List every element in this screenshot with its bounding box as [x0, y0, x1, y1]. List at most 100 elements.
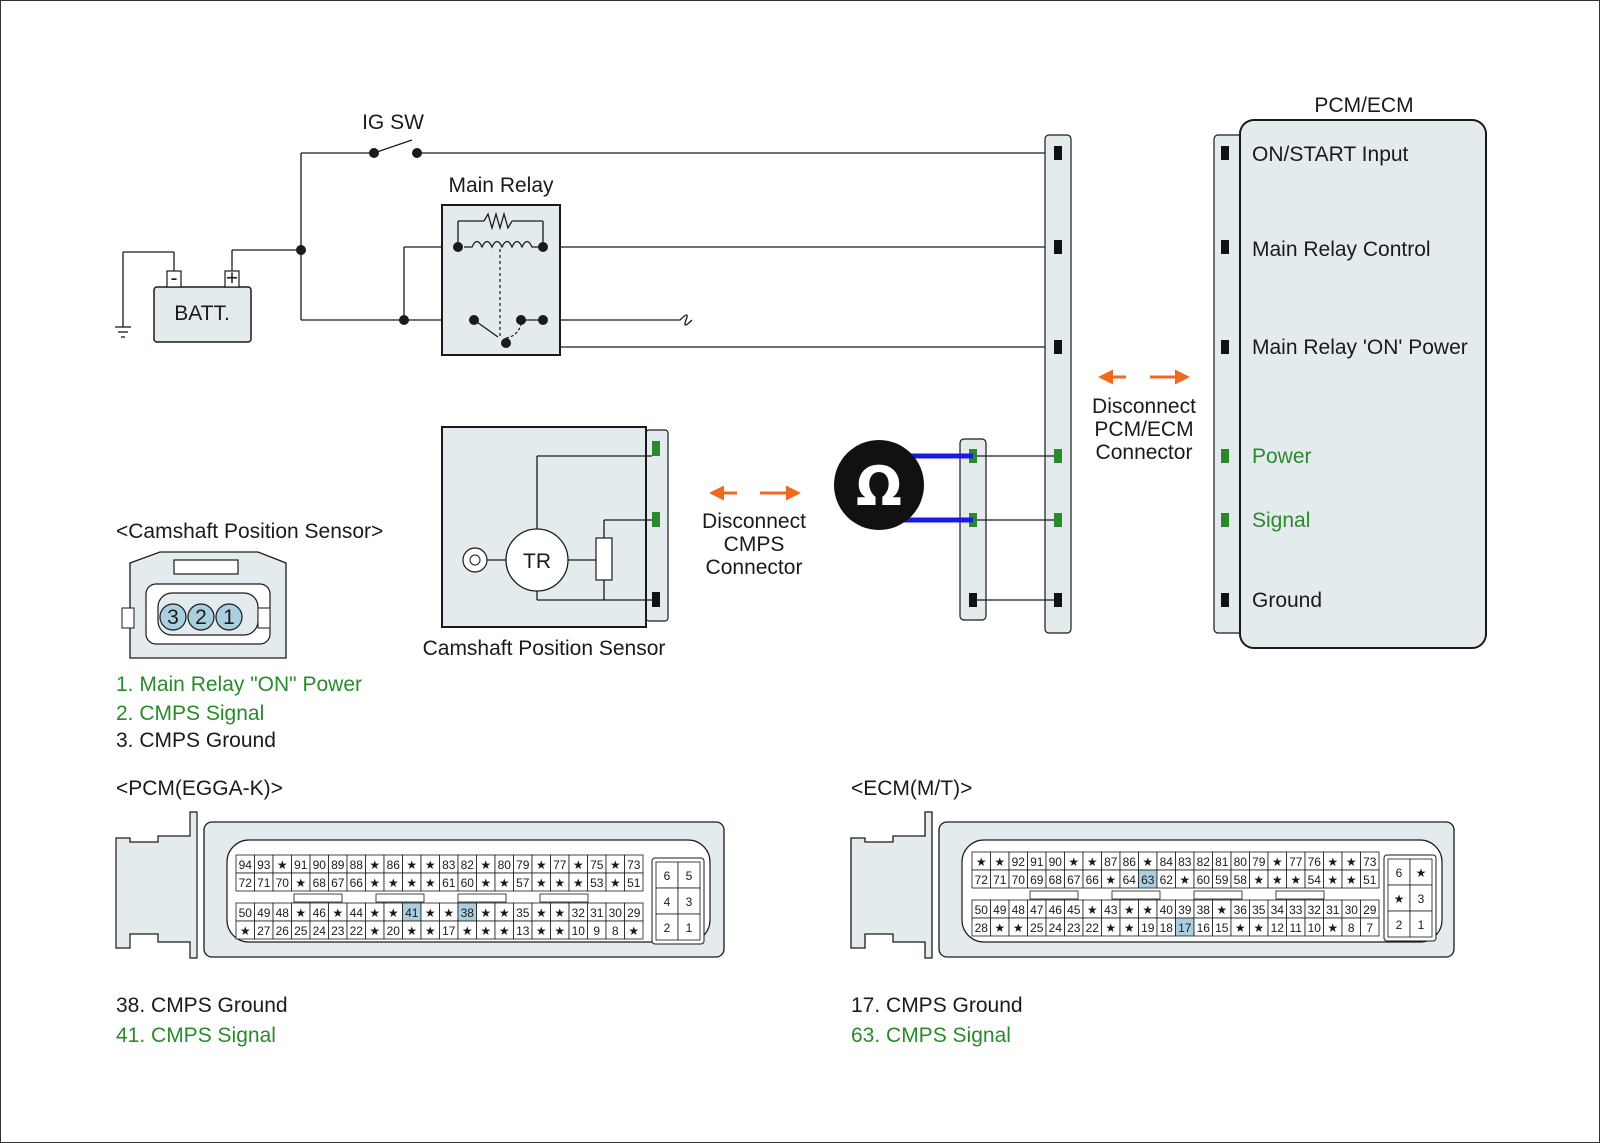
- pin-cell: 92: [1008, 851, 1028, 871]
- pin-label: 91: [1030, 855, 1044, 869]
- ecm-legend-1: 17. CMPS Ground: [851, 994, 1023, 1017]
- pin-label: 69: [1030, 873, 1044, 887]
- pin-label: 31: [1326, 903, 1340, 917]
- pin-label: 72: [239, 876, 253, 890]
- pin-label: 29: [1363, 903, 1377, 917]
- power-wires: [231, 152, 1058, 348]
- pin-label: 83: [442, 858, 456, 872]
- pin-cell: ★: [402, 872, 422, 892]
- pin-cell: 81: [1212, 851, 1232, 871]
- ecm-pin-main-relay-on-power: Main Relay 'ON' Power: [1252, 336, 1468, 359]
- ig-sw-label: IG SW: [362, 111, 424, 134]
- pin-label: 43: [1104, 903, 1118, 917]
- side-pin-cell: 3: [1409, 884, 1433, 912]
- pin-cell: 75: [587, 854, 607, 874]
- pin-label: ★: [554, 876, 565, 890]
- pin-label: 90: [1049, 855, 1063, 869]
- pin-label: 90: [313, 858, 327, 872]
- pin-cell: ★: [1286, 869, 1306, 889]
- pin-label: 32: [572, 906, 586, 920]
- pin-cell: ★: [494, 920, 514, 940]
- pin-label: 20: [387, 924, 401, 938]
- pin-cell: 79: [513, 854, 533, 874]
- pin-cell: ★: [1138, 899, 1158, 919]
- pin-label: 13: [516, 924, 530, 938]
- pin-cell: ★: [624, 920, 644, 940]
- disconnect-ecm-label: Disconnect PCM/ECM Connector: [1092, 395, 1196, 464]
- pin-cell: 49: [990, 899, 1010, 919]
- latch-slot: [1275, 890, 1325, 900]
- pin-cell: 8: [1341, 917, 1361, 937]
- pin-cell: ★: [457, 920, 477, 940]
- pin-cell: 80: [1230, 851, 1250, 871]
- side-pin-label: 1: [1418, 918, 1425, 932]
- pin-label: 22: [1086, 921, 1100, 935]
- pin-label: 40: [1160, 903, 1174, 917]
- pin-cell: ★: [568, 872, 588, 892]
- pin-cell: 91: [1027, 851, 1047, 871]
- pin-cell: 77: [1286, 851, 1306, 871]
- pin-label: ★: [1124, 903, 1135, 917]
- pin-cell: ★: [494, 902, 514, 922]
- ecm-harness-pins: [1054, 146, 1062, 607]
- pin-cell: 34: [1267, 899, 1287, 919]
- pin-label: ★: [628, 924, 639, 938]
- pin-cell: ★: [420, 872, 440, 892]
- pin-label: ★: [1013, 921, 1024, 935]
- pin-label: 22: [350, 924, 364, 938]
- pin-cell: 30: [605, 902, 625, 922]
- pin-label: 60: [461, 876, 475, 890]
- disconnect-cmps-label: Disconnect CMPS Connector: [702, 510, 806, 579]
- pin-label: 32: [1308, 903, 1322, 917]
- pin-label: 66: [350, 876, 364, 890]
- latch-slot: [539, 893, 589, 903]
- pin-cell: 80: [494, 854, 514, 874]
- pin-cell: ★: [1082, 851, 1102, 871]
- pin-label: 7: [1366, 921, 1373, 935]
- ecm-pin-ground: Ground: [1252, 589, 1322, 612]
- camshaft-sensor-schematic: TR Camshaft Position Sensor: [423, 426, 669, 660]
- pcm-legend-1: 38. CMPS Ground: [116, 994, 288, 1017]
- pcm-ecm-module: PCM/ECM ON/START Input Main Relay Contro…: [1213, 94, 1487, 649]
- pin-label: ★: [499, 876, 510, 890]
- pin-cell: 86: [1119, 851, 1139, 871]
- side-pin-label: 2: [664, 921, 671, 935]
- pin-cell: 89: [328, 854, 348, 874]
- pin-label: 70: [276, 876, 290, 890]
- pin-label: ★: [1216, 903, 1227, 917]
- pin-cell: ★: [420, 854, 440, 874]
- pin-cell: 70: [1008, 869, 1028, 889]
- pin-cell: 40: [1156, 899, 1176, 919]
- pin-label: ★: [480, 876, 491, 890]
- pin-cell: 64: [1119, 869, 1139, 889]
- pin-label: 77: [553, 858, 567, 872]
- pin-cell: ★: [272, 854, 292, 874]
- pin-label: ★: [240, 924, 251, 938]
- pin-cell: ★: [1267, 869, 1287, 889]
- pin-cell: ★: [1175, 869, 1195, 889]
- pin-label: 27: [257, 924, 271, 938]
- pin-cell: 82: [457, 854, 477, 874]
- pin-cell: 10: [1304, 917, 1324, 937]
- pin-cell: ★: [531, 872, 551, 892]
- pin-cell: 48: [272, 902, 292, 922]
- pin-label: 80: [1234, 855, 1248, 869]
- disconnect-ecm-line1: Disconnect: [1092, 395, 1196, 418]
- pin-label: 33: [1289, 903, 1303, 917]
- pin-cell: 27: [254, 920, 274, 940]
- pin-label: 62: [1160, 873, 1174, 887]
- pin-label: ★: [1142, 855, 1153, 869]
- pin-cell: 30: [1341, 899, 1361, 919]
- pin-label: 79: [516, 858, 530, 872]
- side-pin-cell: 1: [677, 913, 701, 941]
- pin-cell: ★: [1119, 917, 1139, 937]
- pin-label: ★: [1087, 903, 1098, 917]
- pin-label: 63: [1141, 873, 1155, 887]
- pin-cell: 83: [1175, 851, 1195, 871]
- sensor-wires: [973, 455, 1058, 601]
- pin-cell: 84: [1156, 851, 1176, 871]
- side-pin-label: ★: [1416, 866, 1427, 880]
- transistor-label: TR: [523, 550, 551, 573]
- battery-minus-sign: -: [171, 267, 178, 290]
